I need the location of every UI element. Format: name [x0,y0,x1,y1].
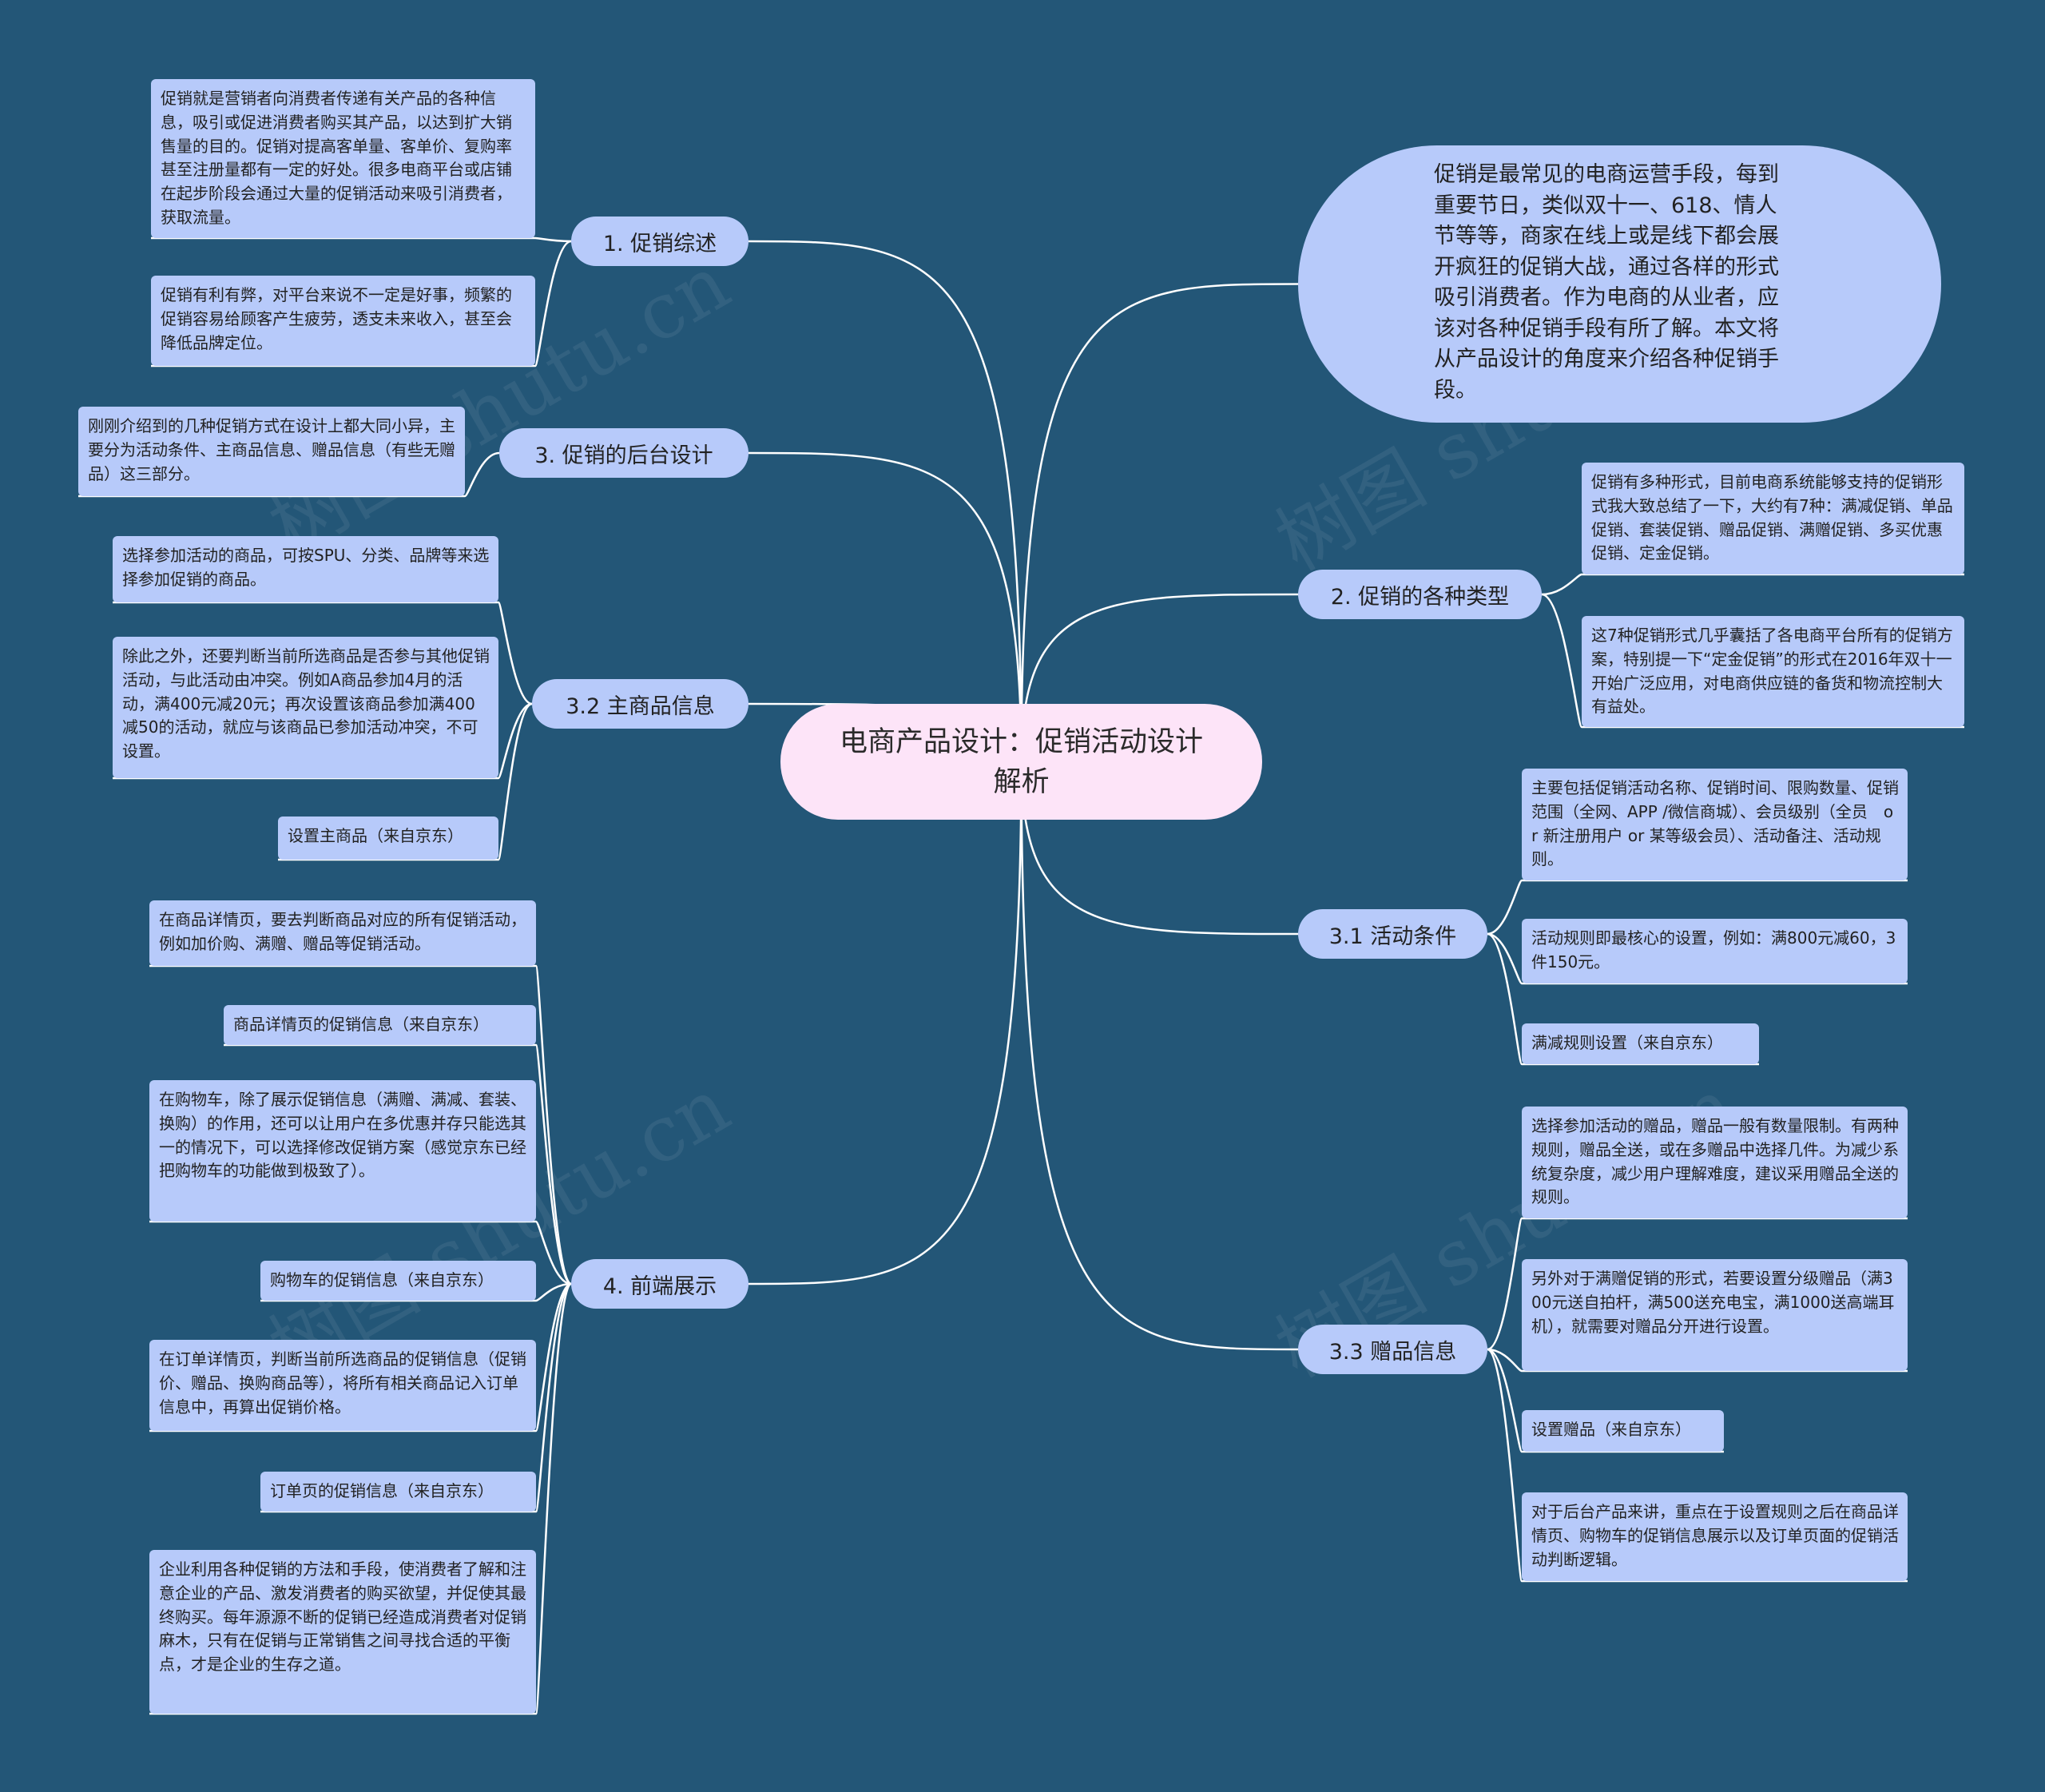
branch-link [534,240,572,368]
leaf-gifts-select[interactable]: 选择参加活动的赠品，赠品一般有数量限制。有两种规则，赠品全送，或在多赠品中选择几… [1522,1107,1908,1218]
central-topic[interactable]: 电商产品设计：促销活动设计解析 [780,704,1262,820]
leaf-overview-pros-cons[interactable]: 促销有利有弊，对平台来说不一定是好事，频繁的促销容易给顾客产生疲劳，透支未来收入… [151,276,535,366]
branch-link [497,601,533,705]
branch-conditions[interactable]: 3.1 活动条件 [1298,909,1487,959]
branch-link [534,1043,572,1285]
branch-link [497,702,533,780]
leaf-frontend-cart[interactable]: 在购物车，除了展示促销信息（满赠、满减、套装、换购）的作用，还可以让用户在多优惠… [149,1080,536,1222]
leaf-types-seven[interactable]: 促销有多种形式，目前电商系统能够支持的促销形式我大致总结了一下，大约有7种：满减… [1582,463,1964,574]
branch-link [534,236,572,243]
branch-link [1487,1348,1523,1373]
leaf-main-product-select[interactable]: 选择参加活动的商品，可按SPU、分类、品牌等来选择参加促销的商品。 [113,536,498,602]
leaf-gifts-jd[interactable]: 设置赠品（来自京东） [1522,1410,1724,1452]
branch-link [1487,932,1523,985]
root-link [748,240,1022,762]
leaf-overview-definition[interactable]: 促销就是营销者向消费者传递有关产品的各种信息，吸引或促进消费者购买其产品，以达到… [151,79,535,238]
branch-link [1487,879,1523,936]
branch-link [534,1220,572,1285]
leaf-backend-parts[interactable]: 刚刚介绍到的几种促销方式在设计上都大同小异，主要分为活动条件、主商品信息、赠品信… [78,407,465,496]
branch-link [1487,1348,1523,1453]
leaf-conditions-rules[interactable]: 活动规则即最核心的设置，例如：满800元减60，3件150元。 [1522,919,1908,983]
branch-link [1541,593,1583,729]
leaf-frontend-order-jd[interactable]: 订单页的促销信息（来自京东） [260,1472,536,1512]
leaf-conditions-fields[interactable]: 主要包括促销活动名称、促销时间、限购数量、促销范围（全网、APP /微信商城）、… [1522,769,1908,880]
root-link [1020,283,1299,762]
branch-link [534,1282,573,1715]
branch-link [1487,932,1523,1066]
leaf-gifts-summary[interactable]: 对于后台产品来讲，重点在于设置规则之后在商品详情页、购物车的促销信息展示以及订单… [1522,1492,1908,1581]
leaf-frontend-order[interactable]: 在订单详情页，判断当前所选商品的促销信息（促销价、赠品、换购商品等），将所有相关… [149,1340,536,1431]
intro-topic[interactable]: 促销是最常见的电商运营手段，每到重要节日，类似双十一、618、情人节等等，商家在… [1298,145,1941,423]
branch-link [1487,1217,1523,1351]
leaf-frontend-summary[interactable]: 企业利用各种促销的方法和手段，使消费者了解和注意企业的产品、激发消费者的购买欲望… [149,1550,536,1714]
branch-main-product[interactable]: 3.2 主商品信息 [532,679,749,729]
branch-link [534,964,573,1285]
branch-link [534,1282,572,1432]
leaf-main-product-jd[interactable]: 设置主商品（来自京东） [278,817,498,860]
branch-link [534,1282,572,1513]
leaf-frontend-detail-jd[interactable]: 商品详情页的促销信息（来自京东） [224,1005,536,1045]
leaf-frontend-cart-jd[interactable]: 购物车的促销信息（来自京东） [260,1261,536,1301]
branch-link [535,1282,572,1302]
root-link [748,451,1022,762]
branch-types[interactable]: 2. 促销的各种类型 [1298,570,1542,619]
branch-gifts[interactable]: 3.3 赠品信息 [1298,1325,1487,1374]
leaf-types-deposit[interactable]: 这7种促销形式几乎囊括了各电商平台所有的促销方案，特别提一下“定金促销”的形式在… [1582,616,1964,727]
leaf-conditions-jd[interactable]: 满减规则设置（来自京东） [1522,1023,1759,1064]
root-link [1020,761,1299,936]
root-link [1020,761,1299,1351]
leaf-main-product-conflict[interactable]: 除此之外，还要判断当前所选商品是否参与其他促销活动，与此活动由冲突。例如A商品参… [113,637,498,778]
branch-link [1487,1348,1523,1583]
branch-overview[interactable]: 1. 促销综述 [571,217,749,266]
branch-frontend[interactable]: 4. 前端展示 [571,1259,749,1309]
branch-link [497,702,533,861]
branch-backend-design[interactable]: 3. 促销的后台设计 [499,428,749,478]
root-link [1020,593,1299,762]
leaf-frontend-detail-page[interactable]: 在商品详情页，要去判断商品对应的所有促销活动，例如加价购、满赠、赠品等促销活动。 [149,900,536,966]
leaf-gifts-tiered[interactable]: 另外对于满赠促销的形式，若要设置分级赠品（满300元送自拍杆，满500送充电宝，… [1522,1259,1908,1371]
branch-link [463,451,500,498]
root-link [748,761,1022,1285]
branch-link [1541,573,1582,596]
